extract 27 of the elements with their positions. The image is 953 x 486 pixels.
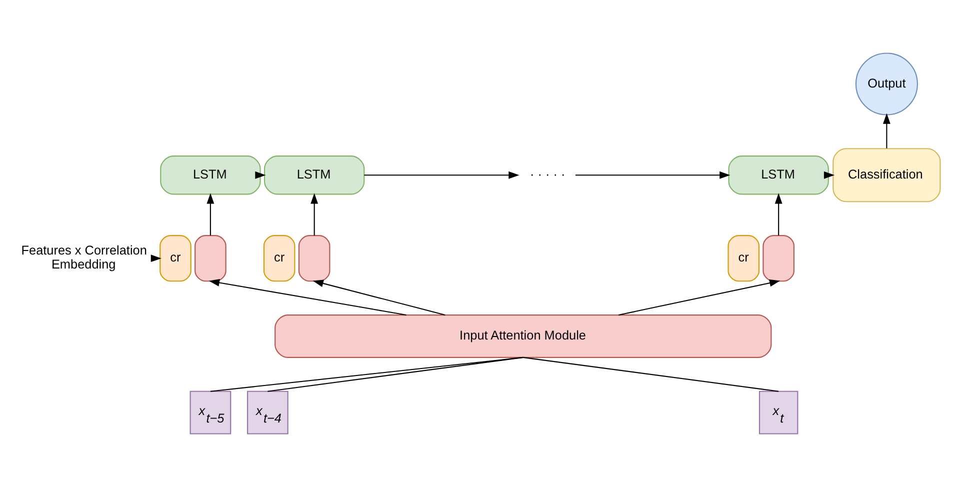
node-circle: Output (855, 52, 918, 115)
connector (523, 356, 779, 392)
arrow (774, 192, 782, 236)
arrow (618, 278, 780, 315)
arrow (208, 278, 406, 315)
node-box: Classification (832, 148, 941, 202)
node-text: Features x Correlation Embedding (21, 242, 147, 272)
arrow (882, 112, 890, 148)
node-box: cr (263, 234, 296, 282)
node-box: cr (728, 234, 760, 282)
arrow (206, 192, 214, 236)
arrow (150, 254, 162, 262)
connector (268, 356, 524, 392)
node-box (194, 234, 226, 282)
arrow (255, 170, 266, 178)
node-text: · · · · · (530, 166, 566, 181)
arrow (310, 192, 318, 236)
arrow (312, 279, 446, 315)
node-box: LSTM (264, 155, 365, 194)
connector (210, 356, 524, 392)
node-box (762, 234, 794, 282)
arrow (575, 170, 730, 178)
node-box: Input Attention Module (274, 314, 772, 358)
node-box: cr (160, 234, 192, 282)
arrow (824, 170, 835, 178)
arrow (364, 170, 520, 178)
node-box (298, 234, 330, 282)
